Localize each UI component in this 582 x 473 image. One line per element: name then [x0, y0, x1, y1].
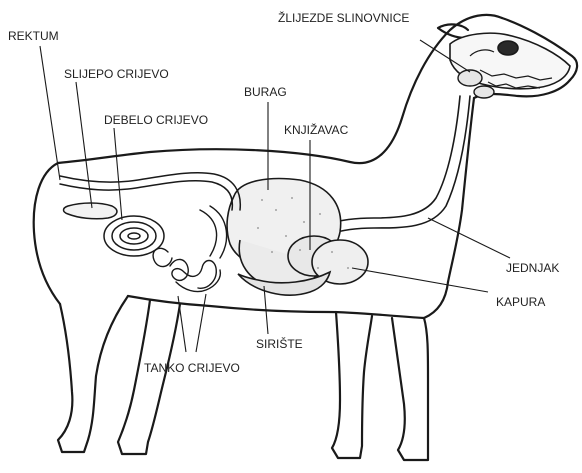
sheep-legs	[58, 296, 428, 460]
label-jednjak: JEDNJAK	[506, 261, 559, 275]
label-debelo-crijevo: DEBELO CRIJEVO	[104, 113, 208, 127]
label-knjizavac: KNJIŽAVAC	[284, 122, 349, 137]
pointer-kapura	[352, 268, 488, 292]
esophagus	[328, 96, 470, 234]
pointer-debelo-crijevo	[114, 128, 122, 220]
label-slijepo-crijevo: SLIJEPO CRIJEVO	[64, 67, 169, 81]
pointer-slijepo-crijevo	[76, 82, 92, 208]
label-kapura: KAPURA	[496, 295, 545, 309]
large-intestine	[60, 173, 240, 256]
label-rektum: REKTUM	[8, 29, 59, 43]
label-zlijezde-slinovnice: ŽLIJEZDE SLINOVNICE	[278, 10, 409, 25]
pointer-rektum	[40, 46, 60, 180]
small-intestine	[153, 206, 226, 292]
label-burag: BURAG	[244, 85, 287, 99]
pointer-jednjak	[428, 218, 510, 258]
pointer-tanko-crijevo-b	[196, 294, 206, 352]
label-siriste: SIRIŠTE	[256, 336, 303, 351]
label-tanko-crijevo: TANKO CRIJEVO	[144, 361, 240, 375]
stomach-organs	[227, 179, 368, 296]
